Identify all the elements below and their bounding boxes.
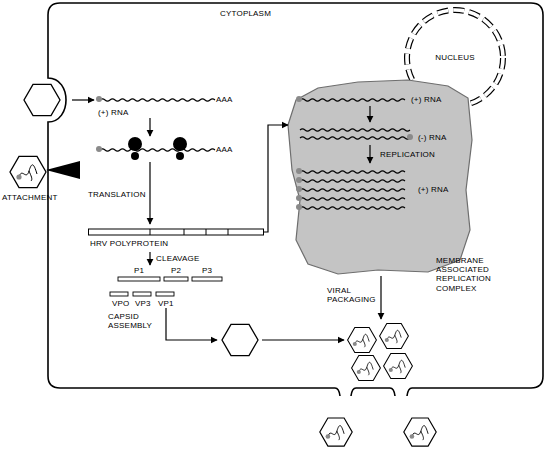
strand-label: (-) RNA [418, 133, 447, 142]
rna-strand [300, 198, 405, 200]
process-arrow [166, 308, 217, 340]
step-label: TRANSLATION [88, 190, 146, 199]
vpg-cap [296, 96, 302, 102]
protein-segment [192, 277, 222, 281]
capsid-hexagon [222, 324, 258, 355]
protein-label: P2 [171, 266, 181, 275]
step-label: CLEAVAGE [156, 254, 200, 263]
cleavage-site [184, 229, 185, 235]
compartment-label: NUCLEUS [403, 53, 507, 62]
polya-tail: AAA [216, 145, 233, 154]
vpg-cap [96, 96, 102, 102]
replication-complex: (+) RNA(-) RNAREPLICATION(+) RNAMEMBRANE… [288, 80, 473, 275]
vpg-cap [296, 186, 302, 192]
virion [320, 418, 352, 446]
rna-strand [100, 149, 215, 151]
step-label: CAPSID ASSEMBLY [108, 312, 160, 330]
process-arrow [149, 118, 150, 136]
polyprotein-bar: HRV POLYPROTEIN [88, 226, 264, 252]
vpg-cap [96, 146, 102, 152]
rna-strand [300, 137, 410, 139]
rna-strand [300, 171, 405, 173]
step-label: REPLICATION [380, 150, 435, 159]
ribosome [128, 137, 142, 151]
vpg-cap [296, 168, 302, 174]
rna-strand [300, 99, 405, 101]
protein-label: VP3 [135, 299, 151, 308]
polya-tail: AAA [216, 95, 233, 104]
rna-strand [300, 180, 405, 182]
node-outline [288, 80, 473, 275]
ribosome [176, 152, 184, 160]
rna-strand [100, 99, 215, 101]
virion [348, 328, 377, 353]
membrane-blob [288, 80, 472, 274]
process-arrow [369, 106, 370, 122]
process-arrow [149, 162, 150, 224]
cleavage-site [228, 229, 229, 235]
protein-label: P3 [202, 266, 212, 275]
cleavage-site [150, 229, 151, 235]
rna-strand [300, 129, 410, 131]
protein-segment [133, 292, 151, 296]
protein-segment [164, 277, 188, 281]
virion [10, 156, 46, 187]
vpg-cap [407, 134, 413, 140]
protein-segment [156, 292, 174, 296]
process-arrow [369, 145, 370, 163]
complex-heading: MEMBRANE ASSOCIATED REPLICATION COMPLEX [436, 256, 494, 293]
vpg-cap [296, 177, 302, 183]
cell-membrane [48, 3, 543, 396]
protein-segment [118, 277, 160, 281]
process-arrow [149, 252, 150, 265]
step-label: VIRAL PACKAGING [327, 286, 377, 304]
protein-label: VP1 [158, 299, 174, 308]
virion [404, 418, 436, 446]
compartment-label: CYTOPLASM [220, 9, 271, 18]
protein-label: P1 [134, 266, 144, 275]
rna-strand [300, 207, 405, 209]
rna-strand [300, 189, 405, 191]
protein-label: HRV POLYPROTEIN [90, 239, 168, 248]
strand-label: (+) RNA [418, 185, 449, 194]
strand-label: (+) RNA [411, 95, 442, 104]
vpg-cap [296, 204, 302, 210]
polyprotein [89, 229, 264, 235]
process-arrow [380, 276, 381, 319]
process-arrow [72, 99, 94, 100]
flow-arrow [264, 125, 288, 232]
virion [380, 324, 409, 349]
process-arrow [262, 339, 344, 340]
protein-label: VPO [112, 299, 130, 308]
protein-segment [110, 292, 128, 296]
virion [352, 356, 381, 381]
strand-label: (+) RNA [98, 108, 129, 117]
ribosome [173, 137, 187, 151]
receptor [46, 161, 80, 179]
vpg-cap [296, 195, 302, 201]
capsid-hexagon [24, 84, 60, 115]
virion [384, 354, 413, 379]
cleavage-site [206, 229, 207, 235]
ribosome [131, 152, 139, 160]
step-label: ATTACHMENT [2, 193, 57, 202]
